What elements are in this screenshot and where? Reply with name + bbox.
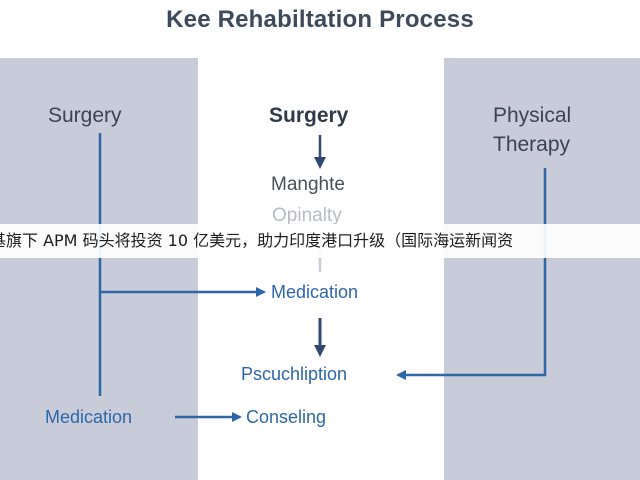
node-medication-center: Medication (271, 282, 359, 302)
center-header-surgery: Surgery (269, 104, 349, 127)
news-ticker-banner: 基旗下 APM 码头将投资 10 亿美元，助力印度港口升级（国际海运新闻资 (0, 224, 640, 258)
arrow-therapy-to-pscuchliption (396, 168, 547, 380)
news-ticker-text: 基旗下 APM 码头将投资 10 亿美元，助力印度港口升级（国际海运新闻资 (0, 231, 514, 250)
right-header-therapy: Therapy (493, 133, 571, 156)
node-medication-left: Medication (45, 407, 133, 427)
node-opinalty: Opinalty (272, 205, 342, 226)
node-pscuchliption: Pscuchliption (241, 364, 348, 384)
right-column-panel (444, 58, 640, 480)
node-conseling: Conseling (246, 407, 327, 427)
node-manghte: Manghte (271, 174, 345, 195)
left-header-surgery: Surgery (48, 104, 122, 127)
right-header-physical: Physical (493, 104, 572, 127)
diagram-title: Kee Rehabiltation Process (166, 6, 474, 33)
